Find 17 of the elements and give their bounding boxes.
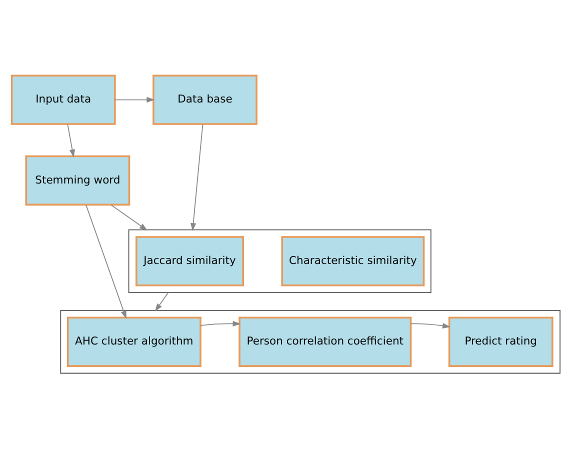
arrow bbox=[86, 204, 126, 318]
node-box: Characteristic similarity bbox=[281, 236, 425, 286]
arrow bbox=[200, 320, 241, 326]
node-box: Data base bbox=[152, 74, 258, 124]
node-box: Input data bbox=[10, 74, 116, 124]
arrow bbox=[114, 96, 155, 102]
node-box: AHC cluster algorithm bbox=[66, 316, 202, 366]
node-box: Jaccard similarity bbox=[136, 236, 244, 286]
arrow bbox=[190, 123, 204, 231]
arrow bbox=[410, 322, 451, 328]
node-box: Person correlation coefficient bbox=[238, 316, 412, 366]
arrow bbox=[154, 292, 169, 312]
arrow bbox=[67, 123, 76, 158]
node-box: Stemming word bbox=[25, 154, 130, 206]
arrow bbox=[110, 204, 148, 230]
node-box: Predict rating bbox=[448, 316, 554, 366]
cluster bbox=[128, 228, 432, 292]
